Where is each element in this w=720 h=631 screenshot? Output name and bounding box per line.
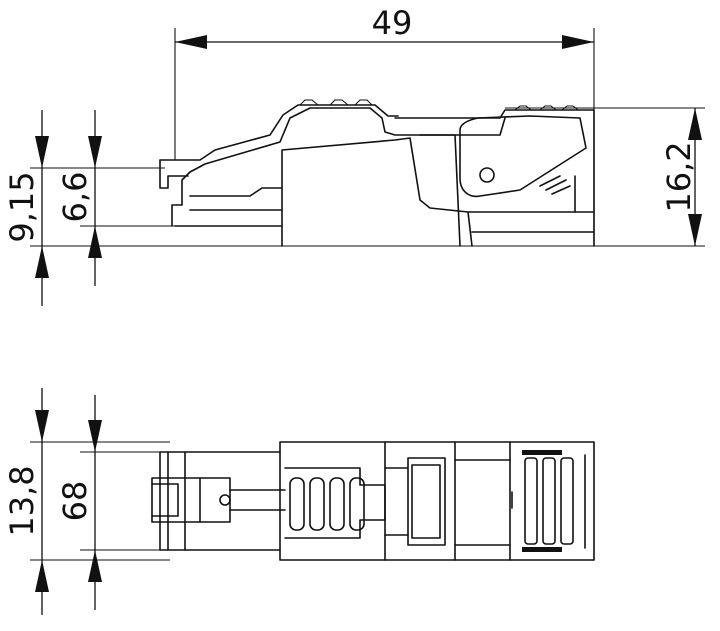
dimension-16-2: 16,2 [660,108,702,246]
dimension-68: 68 [56,395,102,610]
dimension-49: 49 [175,4,594,49]
side-view [30,28,705,247]
dimension-6-6-label: 6,6 [56,172,94,223]
dimension-49-label: 49 [372,4,413,42]
top-view [30,441,595,561]
dimension-13-8: 13,8 [3,388,49,615]
dimension-9-15-label: 9,15 [3,171,41,242]
dimension-16-2-label: 16,2 [660,141,698,212]
dimension-6-6: 6,6 [56,110,102,286]
dimension-9-15: 9,15 [3,110,49,306]
dimension-68-label: 68 [56,481,94,522]
dimension-13-8-label: 13,8 [3,465,41,536]
